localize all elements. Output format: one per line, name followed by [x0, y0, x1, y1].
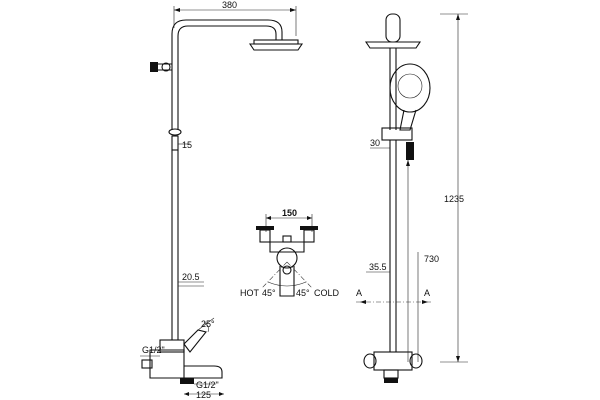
- dim-730-label: 730: [424, 254, 439, 264]
- dim-35-5-label: 35.5: [369, 262, 387, 272]
- angle-right-label: 45°: [296, 288, 310, 298]
- dim-125-label: 125: [196, 390, 211, 400]
- outlet-thread-label: G1/2": [196, 380, 219, 390]
- side-view: 30 35.5 A A 730 1235: [356, 13, 468, 383]
- hand-shower: [389, 63, 431, 113]
- angle-left-label: 45°: [262, 288, 276, 298]
- section-a-right: A: [424, 288, 430, 298]
- dim-380-label: 380: [222, 0, 237, 10]
- detail-view: 150 HOT 45° 45° COLD: [240, 208, 340, 298]
- shower-head-front: [253, 39, 299, 45]
- section-a-left: A: [356, 288, 362, 298]
- dim-25-label: 25°: [201, 319, 215, 329]
- inlet-thread-label: G1/2": [142, 345, 165, 355]
- hot-label: HOT: [240, 288, 260, 298]
- dim-20-5-label: 20.5: [182, 272, 200, 282]
- dim-1235-label: 1235: [444, 194, 464, 204]
- cold-label: COLD: [314, 288, 340, 298]
- dim-150-label: 150: [282, 208, 297, 218]
- dim-15-label: 15: [182, 140, 192, 150]
- dim-30-label: 30: [370, 138, 380, 148]
- front-view: 380 15 20.5 25° G1/2": [140, 0, 304, 400]
